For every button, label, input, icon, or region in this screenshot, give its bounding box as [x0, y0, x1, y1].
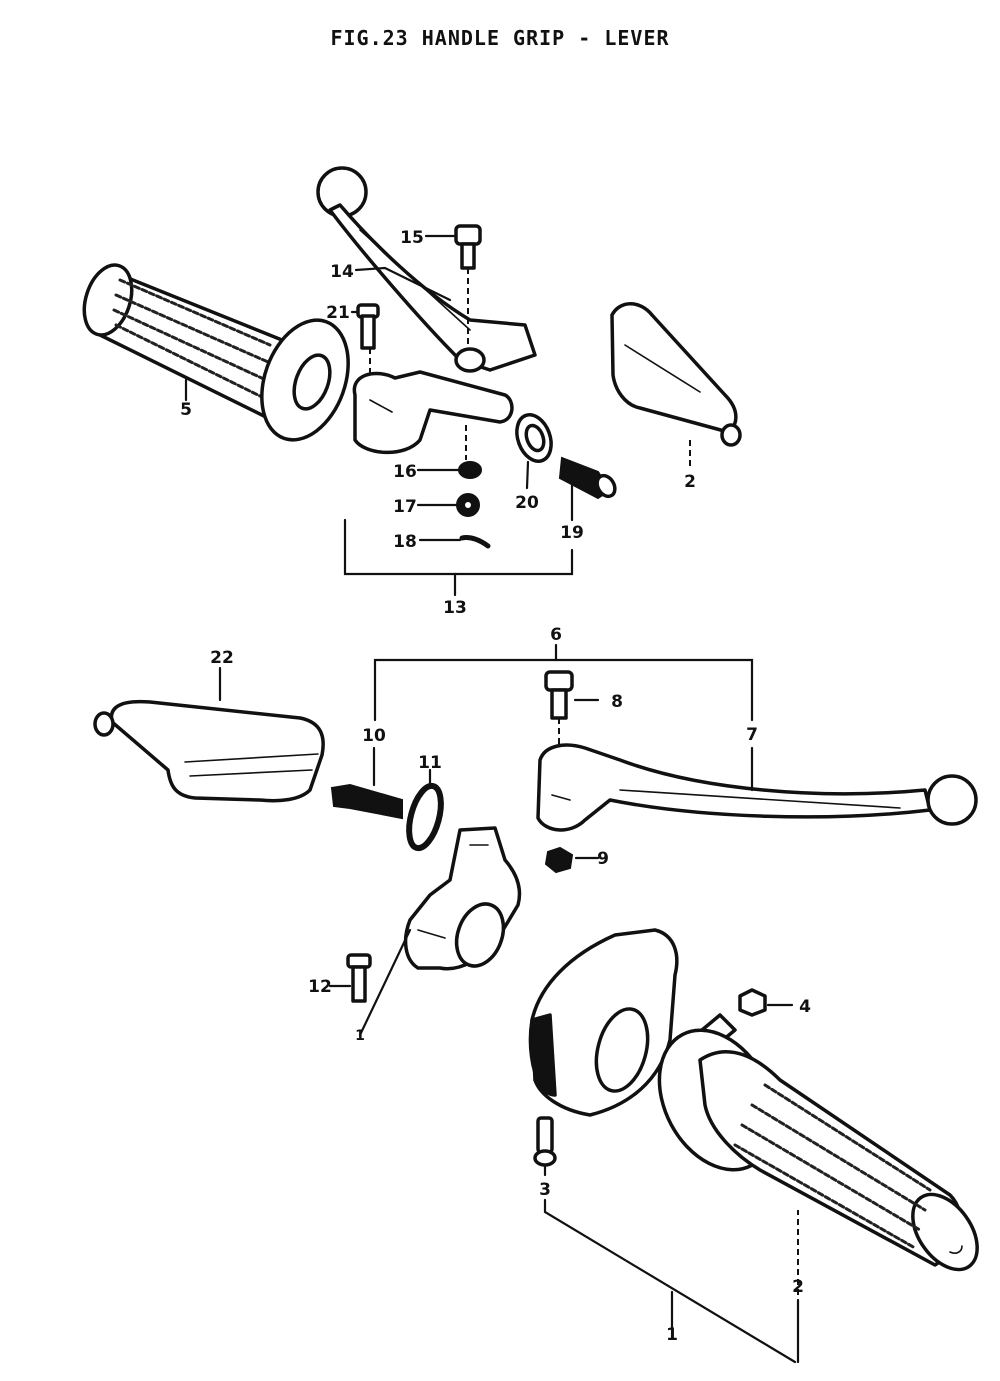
callout-7: 7	[746, 725, 758, 745]
pivot-bolt-8	[544, 670, 600, 750]
callout-15: 15	[400, 228, 424, 248]
callout-9: 9	[597, 849, 609, 869]
callout-1: 1	[666, 1325, 678, 1345]
washer-17	[456, 493, 480, 517]
lever-cover-boot-lower	[93, 666, 325, 803]
brake-lever	[536, 743, 978, 832]
lever-cover-boot-upper	[610, 302, 742, 470]
adjuster-bolt-19	[558, 456, 617, 500]
callout-19: 19	[560, 523, 584, 543]
adjuster-ring-20	[515, 413, 553, 463]
callout-14: 14	[330, 262, 354, 282]
callout-12: 12	[308, 977, 332, 997]
callout-1-holder: 1	[355, 1028, 365, 1044]
bolt-10	[330, 746, 403, 820]
callout-6: 6	[550, 625, 562, 645]
left-handle-grip	[82, 263, 350, 442]
clutch-lever-holder	[352, 347, 514, 455]
screw-21	[356, 303, 380, 375]
throttle-housing	[528, 928, 679, 1117]
nut-16	[458, 461, 482, 479]
nut-4	[738, 988, 794, 1017]
pin-18	[459, 535, 491, 549]
upper-leaders	[184, 234, 574, 597]
washer-11	[406, 768, 444, 852]
brake-lever-holder	[403, 826, 522, 971]
callout-13: 13	[443, 598, 467, 618]
callout-2-lower: 2	[792, 1277, 804, 1297]
nut-9	[544, 846, 600, 874]
callout-3: 3	[539, 1180, 551, 1200]
figure-title: FIG.23 HANDLE GRIP - LEVER	[330, 26, 670, 50]
callout-10: 10	[362, 726, 386, 746]
callout-16: 16	[393, 462, 417, 482]
right-throttle-grip	[657, 1013, 979, 1272]
callout-2-upper: 2	[684, 472, 696, 492]
callout-18: 18	[393, 532, 417, 552]
callout-11: 11	[418, 753, 442, 773]
screw-12	[328, 953, 372, 1003]
callout-20: 20	[515, 493, 539, 513]
callout-8: 8	[611, 692, 623, 712]
callout-17: 17	[393, 497, 417, 517]
lower-leaders	[358, 643, 800, 1364]
callout-22: 22	[210, 648, 234, 668]
clutch-lever	[316, 166, 537, 372]
callout-21: 21	[326, 303, 350, 323]
callout-4: 4	[799, 997, 811, 1017]
lever-pivot-bolt	[454, 224, 482, 345]
callout-5: 5	[180, 400, 192, 420]
screw-3	[533, 1116, 557, 1177]
